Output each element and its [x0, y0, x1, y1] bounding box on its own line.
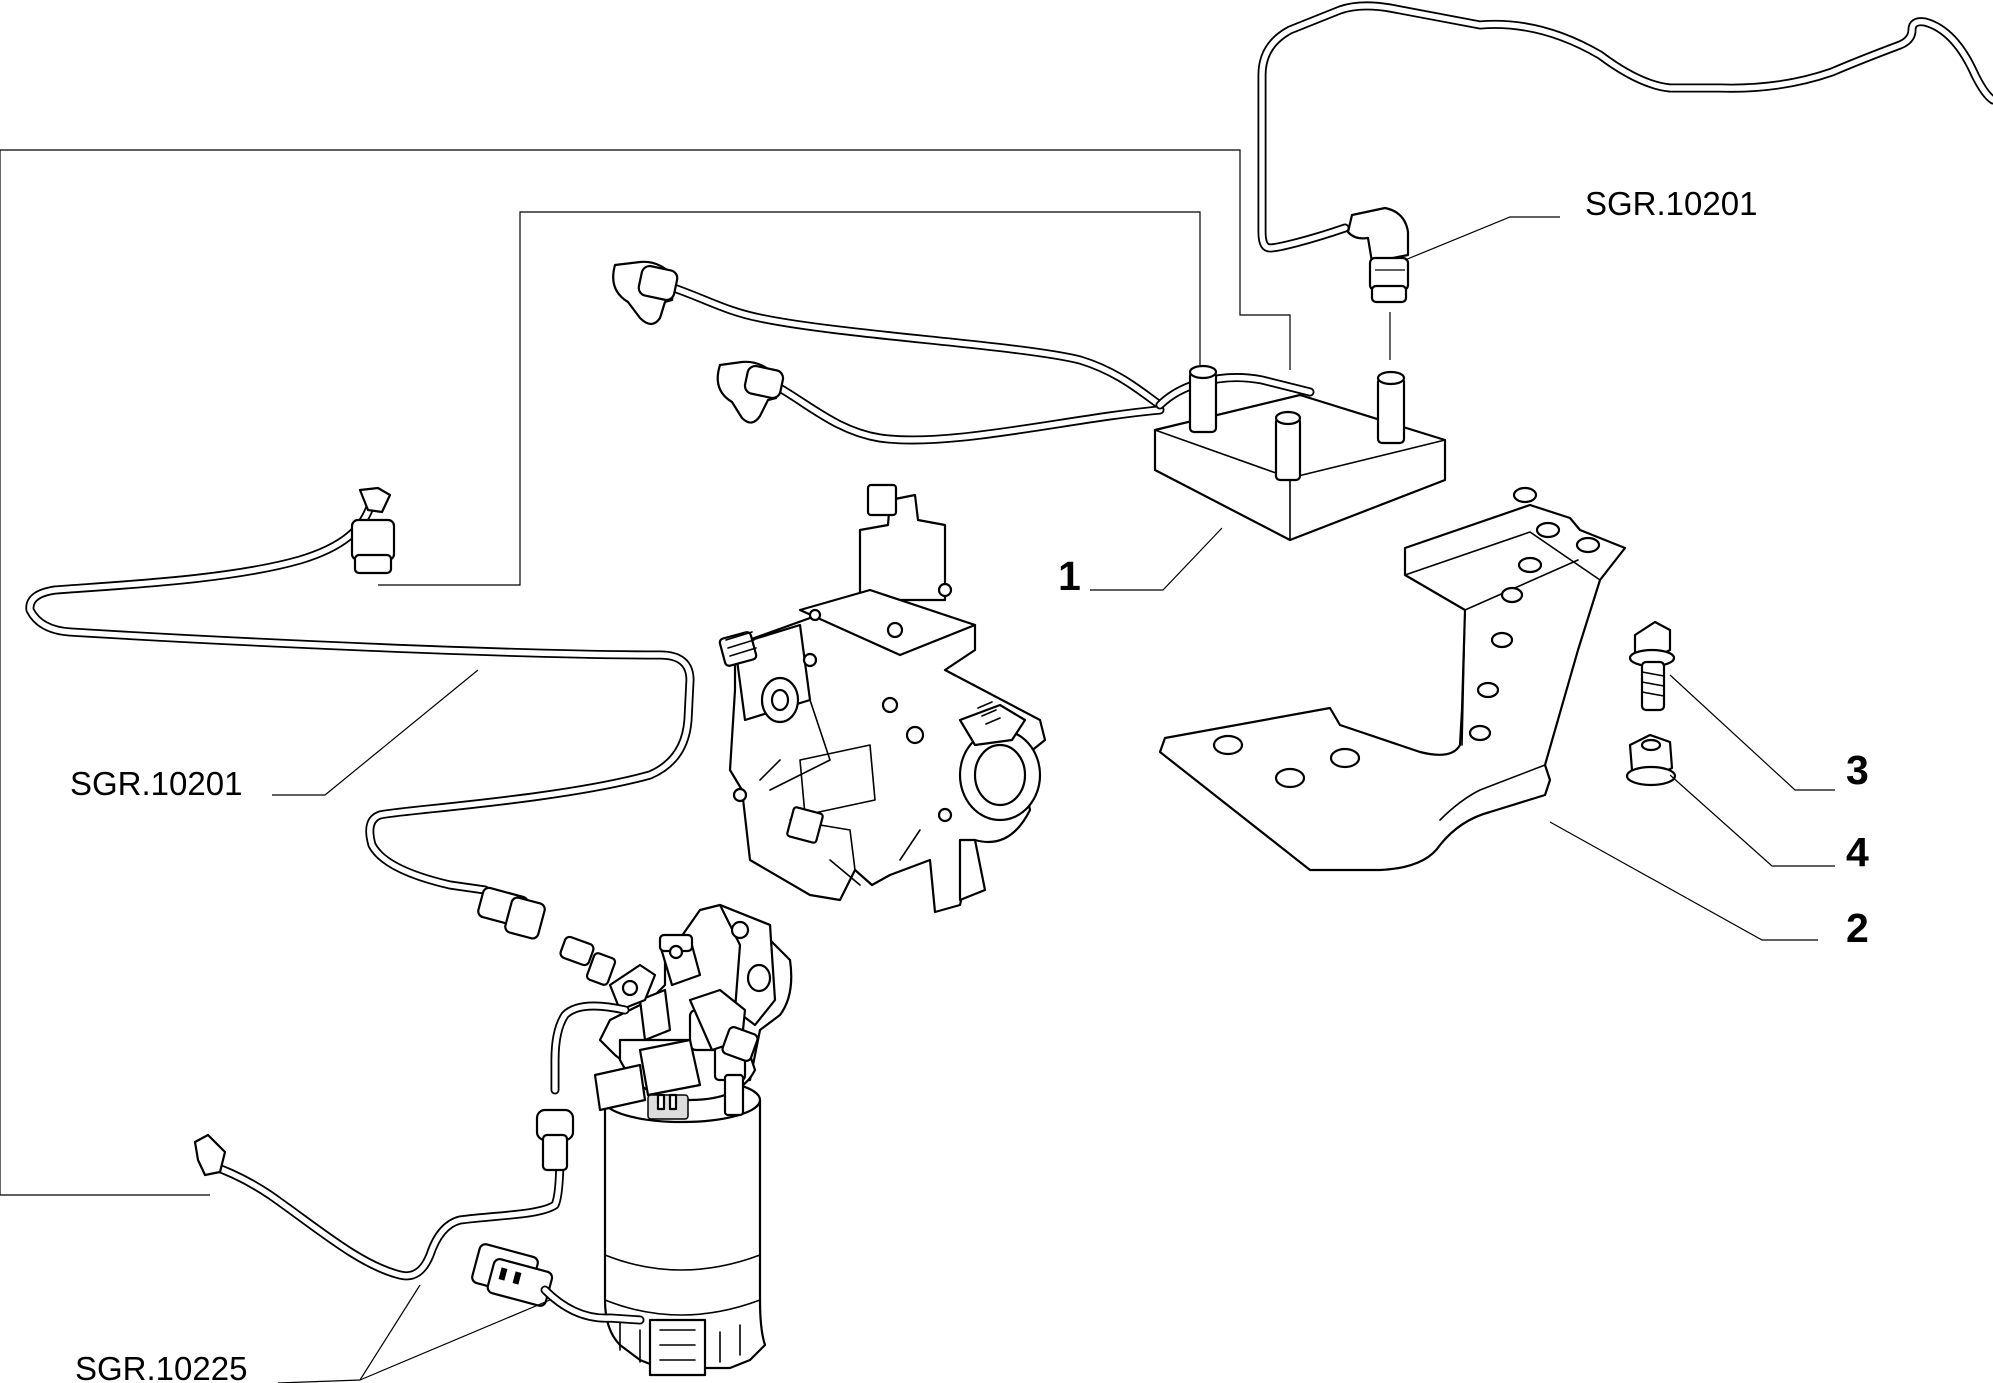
- callout-number-1: 1: [1058, 553, 1081, 599]
- group-outline-outer: [0, 149, 1291, 1196]
- ref-leader-bottom: [277, 1284, 421, 1383]
- supply-pipe-left: [25, 495, 695, 895]
- ref-leader-bottom-2: [359, 1299, 551, 1381]
- bottom-pipe-end-fitting: [193, 1133, 227, 1177]
- callout-number-3: 3: [1846, 747, 1869, 793]
- manifold-block: [1153, 364, 1447, 542]
- elbow-connector-top: [1346, 206, 1410, 304]
- ref-label-left: SGR.10201: [70, 765, 242, 802]
- group-outline-inner: [378, 211, 1201, 586]
- ref-leader-top-right: [1404, 216, 1560, 261]
- filter-outlet-pipe: [550, 935, 630, 1095]
- injector-connector-upper: [612, 260, 679, 326]
- injector-connector-lower: [716, 360, 785, 424]
- flange-bolt: [1628, 620, 1676, 712]
- callout-number-4: 4: [1846, 829, 1869, 875]
- callout-leader-2: [1549, 821, 1818, 941]
- banjo-fitting-lower: [477, 886, 546, 940]
- bottom-pipe-top-fitting: [535, 1108, 575, 1172]
- callout-number-2: 2: [1846, 905, 1869, 951]
- bottom-pipe: [205, 1145, 565, 1281]
- ref-label-bottom: SGR.10225: [75, 1350, 247, 1383]
- water-sensor-connector: [471, 1243, 645, 1325]
- flange-nut: [1625, 733, 1677, 787]
- fuel-filter-assembly: [593, 903, 793, 1377]
- mounting-bracket: [1158, 486, 1627, 872]
- banjo-fitting-upper: [350, 486, 396, 575]
- ref-leader-left: [272, 669, 479, 796]
- injector-return-pipes: [645, 275, 1315, 445]
- callout-leader-1: [1090, 527, 1223, 591]
- ref-label-top-right: SGR.10201: [1585, 185, 1757, 222]
- callout-leader-3: [1669, 674, 1835, 791]
- top-return-pipe: [1257, 1, 1993, 253]
- callout-leader-4: [1669, 774, 1835, 867]
- high-pressure-pump: [718, 483, 1047, 914]
